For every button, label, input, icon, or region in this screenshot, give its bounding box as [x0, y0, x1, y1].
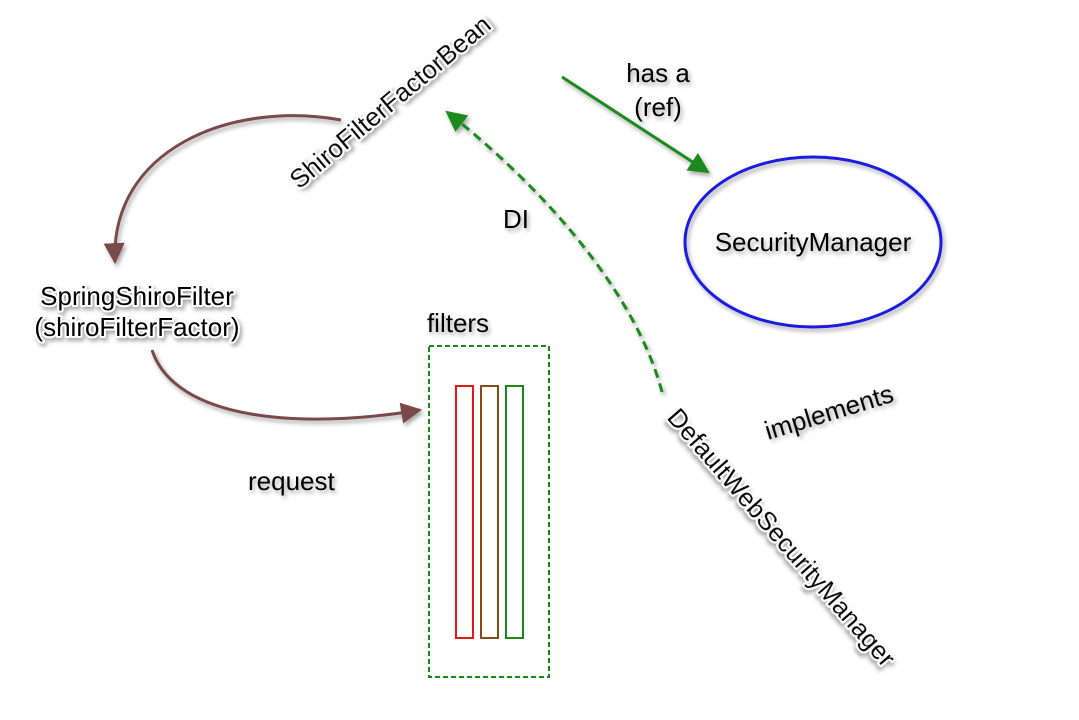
filter-bar-brown — [480, 385, 499, 639]
has-a-label-ref: (ref) — [634, 92, 682, 122]
default-web-security-manager-label: DefaultWebSecurityManager — [661, 402, 902, 672]
implements-label: implements — [761, 378, 897, 446]
security-manager-node — [683, 155, 943, 329]
di-arrow — [445, 110, 664, 393]
bean-to-springshirofilter-arrow — [103, 114, 342, 265]
has-a-label-line1: has a — [626, 58, 690, 88]
has-a-label: has a — [626, 58, 690, 88]
springshirofilter-to-filters-arrow — [150, 349, 423, 424]
has-a-label-line2: (ref) — [634, 92, 682, 122]
filters-container — [428, 345, 550, 678]
filter-bar-green — [505, 385, 524, 639]
spring-shiro-filter-label: SpringShiroFilter — [40, 281, 234, 311]
filters-label: filters — [427, 308, 489, 338]
filter-bar-red — [455, 385, 474, 639]
has-a-arrow — [561, 75, 710, 174]
request-label: request — [248, 466, 335, 496]
shiro-filter-factor-bean-label: ShiroFilterFactorBean — [284, 9, 497, 195]
security-manager-label: SecurityManager — [715, 227, 912, 257]
spring-shiro-filter-sublabel: (shiroFilterFactor) — [34, 312, 239, 342]
di-label: DI — [503, 204, 529, 234]
